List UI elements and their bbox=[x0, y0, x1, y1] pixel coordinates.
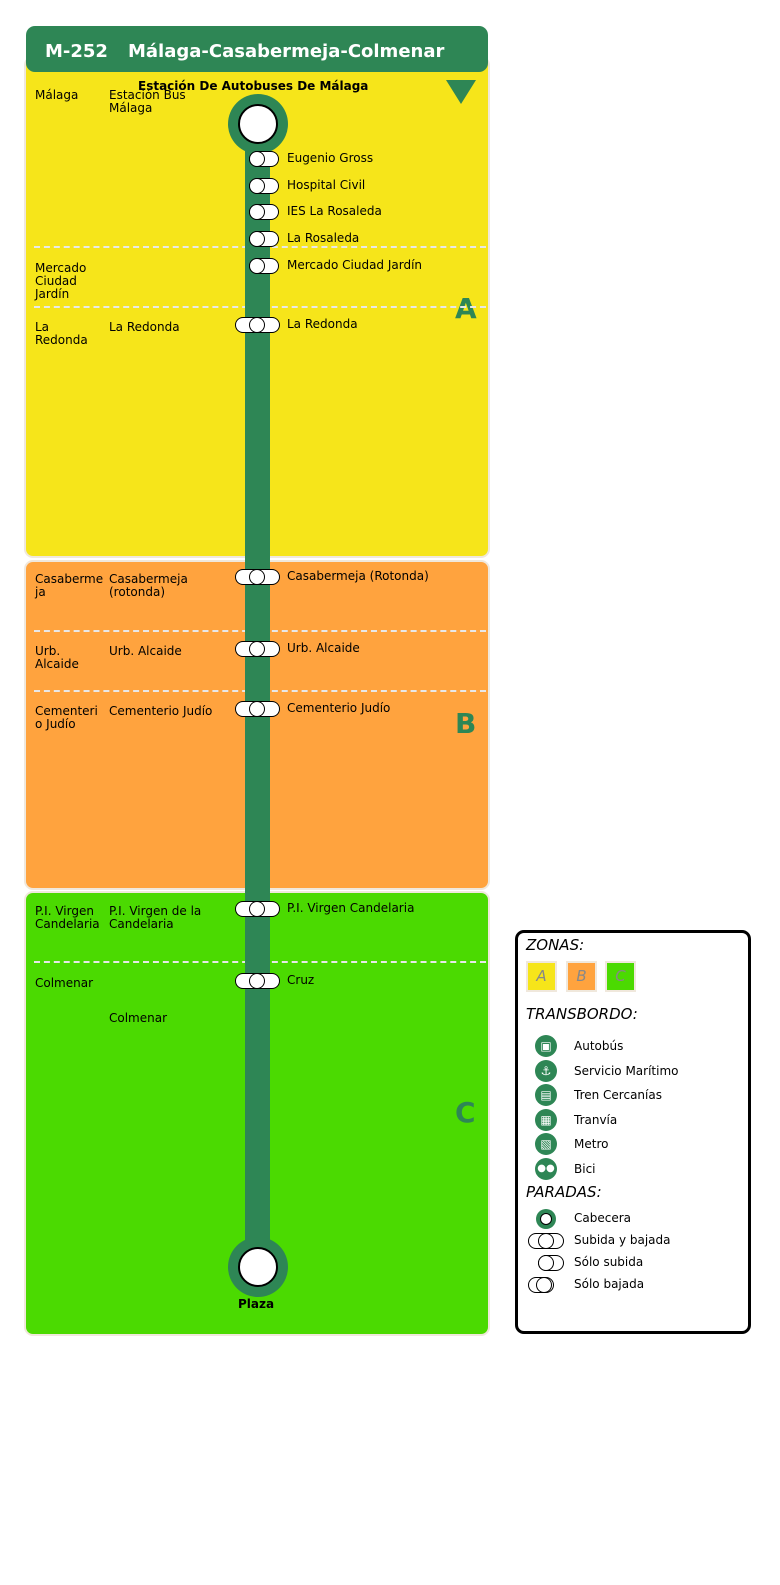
nucleo-label: Casabermeja (rotonda) bbox=[109, 572, 188, 599]
triangle-down-icon bbox=[446, 80, 476, 104]
stop-name: Mercado Ciudad Jardín bbox=[287, 258, 423, 272]
terminal-end-label: Plaza bbox=[238, 1297, 275, 1311]
zone-letter-a: A bbox=[455, 292, 477, 325]
stop-name: La Redonda bbox=[287, 317, 358, 331]
bus-icon: ▣ bbox=[535, 1035, 557, 1057]
municipality-label: Colmenar bbox=[35, 976, 94, 990]
municipality-label: La Redonda bbox=[35, 320, 88, 347]
stop-marker-subida bbox=[248, 150, 279, 167]
zone-letter-c: C bbox=[455, 1096, 476, 1129]
stop-name: La Rosaleda bbox=[287, 231, 360, 245]
route-header: M-252 Málaga-Casabermeja-Colmenar bbox=[26, 26, 488, 72]
stop-name: Eugenio Gross bbox=[287, 151, 374, 165]
stop-marker-subida-bajada bbox=[235, 900, 280, 917]
route-name: Málaga-Casabermeja-Colmenar bbox=[128, 41, 445, 62]
municipality-label: Urb. Alcaide bbox=[35, 644, 79, 671]
legend-cabecera-icon bbox=[536, 1209, 556, 1229]
stop-marker-subida bbox=[248, 177, 279, 194]
nucleo-label: P.I. Virgen de la Candelaria bbox=[109, 904, 202, 931]
nucleo-label: Colmenar bbox=[109, 1011, 168, 1025]
ferry-icon: ⚓ bbox=[535, 1060, 557, 1082]
legend-paradas-title: PARADAS: bbox=[526, 1183, 602, 1201]
stop-marker-subida bbox=[248, 257, 279, 274]
municipality-label: Málaga bbox=[35, 88, 79, 102]
zone-letter-b: B bbox=[455, 707, 477, 740]
legend-subida-icon bbox=[537, 1254, 564, 1271]
bicycle-icon: ●● bbox=[535, 1158, 557, 1180]
legend-transbordo-label: Tranvía bbox=[574, 1113, 618, 1127]
municipality-label: Mercado Ciudad Jardín bbox=[35, 261, 87, 301]
stop-name: P.I. Virgen Candelaria bbox=[287, 901, 415, 915]
municipality-label: Cementeri o Judío bbox=[35, 704, 98, 731]
municipality-label: P.I. Virgen Candelaria bbox=[35, 904, 100, 931]
municipality-label: Casaberme ja bbox=[35, 572, 104, 599]
tram-icon: ▦ bbox=[535, 1109, 557, 1131]
stop-name: IES La Rosaleda bbox=[287, 204, 382, 218]
route-line bbox=[245, 120, 270, 1268]
legend-transbordo-label: Tren Cercanías bbox=[574, 1088, 662, 1102]
legend-parada-label: Sólo bajada bbox=[574, 1277, 645, 1291]
legend-parada-label: Cabecera bbox=[574, 1211, 631, 1225]
stop-name: Urb. Alcaide bbox=[287, 641, 360, 655]
metro-icon: ▧ bbox=[535, 1133, 557, 1155]
legend-bajada-icon bbox=[528, 1276, 554, 1293]
legend-parada-label: Subida y bajada bbox=[574, 1233, 671, 1247]
terminal-end bbox=[228, 1237, 288, 1297]
legend-zonas-title: ZONAS: bbox=[526, 936, 585, 954]
stop-marker-subida-bajada bbox=[235, 568, 280, 585]
terminal-start-label: Estación De Autobuses De Málaga bbox=[138, 79, 369, 93]
legend-transbordo-label: Bici bbox=[574, 1162, 596, 1176]
legend-zone-c: C bbox=[605, 961, 636, 992]
legend-transbordo-label: Servicio Marítimo bbox=[574, 1064, 679, 1078]
stop-marker-subida-bajada bbox=[235, 316, 280, 333]
legend-zone-a: A bbox=[526, 961, 557, 992]
stop-marker-subida-bajada bbox=[235, 700, 280, 717]
legend-subida-bajada-icon bbox=[528, 1232, 564, 1249]
stop-marker-subida-bajada bbox=[235, 640, 280, 657]
route-code: M-252 bbox=[45, 41, 108, 62]
legend-transbordo-title: TRANSBORDO: bbox=[526, 1005, 638, 1023]
terminal-start bbox=[228, 94, 288, 154]
stop-name: Hospital Civil bbox=[287, 178, 366, 192]
legend: ZONAS: A B C TRANSBORDO: ▣ Autobús ⚓ Ser… bbox=[515, 930, 751, 1334]
legend-transbordo-label: Metro bbox=[574, 1137, 609, 1151]
stop-marker-subida bbox=[248, 230, 279, 247]
stop-name: Cruz bbox=[287, 973, 315, 987]
stop-name: Casabermeja (Rotonda) bbox=[287, 569, 429, 583]
legend-zone-b: B bbox=[566, 961, 597, 992]
nucleo-label: Urb. Alcaide bbox=[109, 644, 182, 658]
nucleo-label: Cementerio Judío bbox=[109, 704, 213, 718]
train-icon: ▤ bbox=[535, 1084, 557, 1106]
stop-name: Cementerio Judío bbox=[287, 701, 391, 715]
legend-transbordo-label: Autobús bbox=[574, 1039, 624, 1053]
stop-marker-subida-bajada bbox=[235, 972, 280, 989]
nucleo-label: La Redonda bbox=[109, 320, 180, 334]
legend-parada-label: Sólo subida bbox=[574, 1255, 644, 1269]
nucleo-label: Estación Bus Málaga bbox=[109, 88, 186, 115]
stop-marker-subida bbox=[248, 203, 279, 220]
